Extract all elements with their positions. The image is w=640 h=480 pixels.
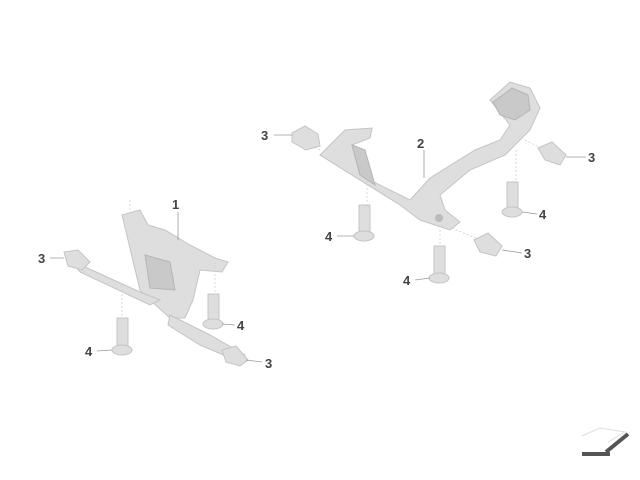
callout-3: 3	[524, 246, 531, 261]
bolt[interactable]	[501, 181, 523, 218]
bolt[interactable]	[353, 204, 375, 242]
clip-nut[interactable]	[473, 232, 503, 257]
callout-2: 2	[417, 136, 424, 151]
parts-view-orientation-icon	[581, 427, 630, 456]
bracket-1[interactable]	[69, 200, 246, 363]
callout-3: 3	[265, 356, 272, 371]
callout-3: 3	[38, 251, 45, 266]
callout-4: 4	[403, 273, 411, 288]
clip-nut[interactable]	[63, 249, 91, 271]
callout-4: 4	[539, 207, 547, 222]
callout-4: 4	[325, 229, 333, 244]
callout-4: 4	[237, 318, 245, 333]
clip-nut[interactable]	[291, 125, 321, 151]
callout-3: 3	[588, 150, 595, 165]
bolt[interactable]	[111, 317, 133, 356]
bolt[interactable]	[202, 293, 224, 330]
clip-nut[interactable]	[221, 345, 249, 367]
callout-3: 3	[261, 128, 268, 143]
clip-nut[interactable]	[537, 141, 567, 166]
bolt[interactable]	[428, 245, 450, 284]
callout-1: 1	[172, 197, 179, 212]
callout-4: 4	[85, 344, 93, 359]
bracket-2[interactable]	[299, 81, 546, 245]
